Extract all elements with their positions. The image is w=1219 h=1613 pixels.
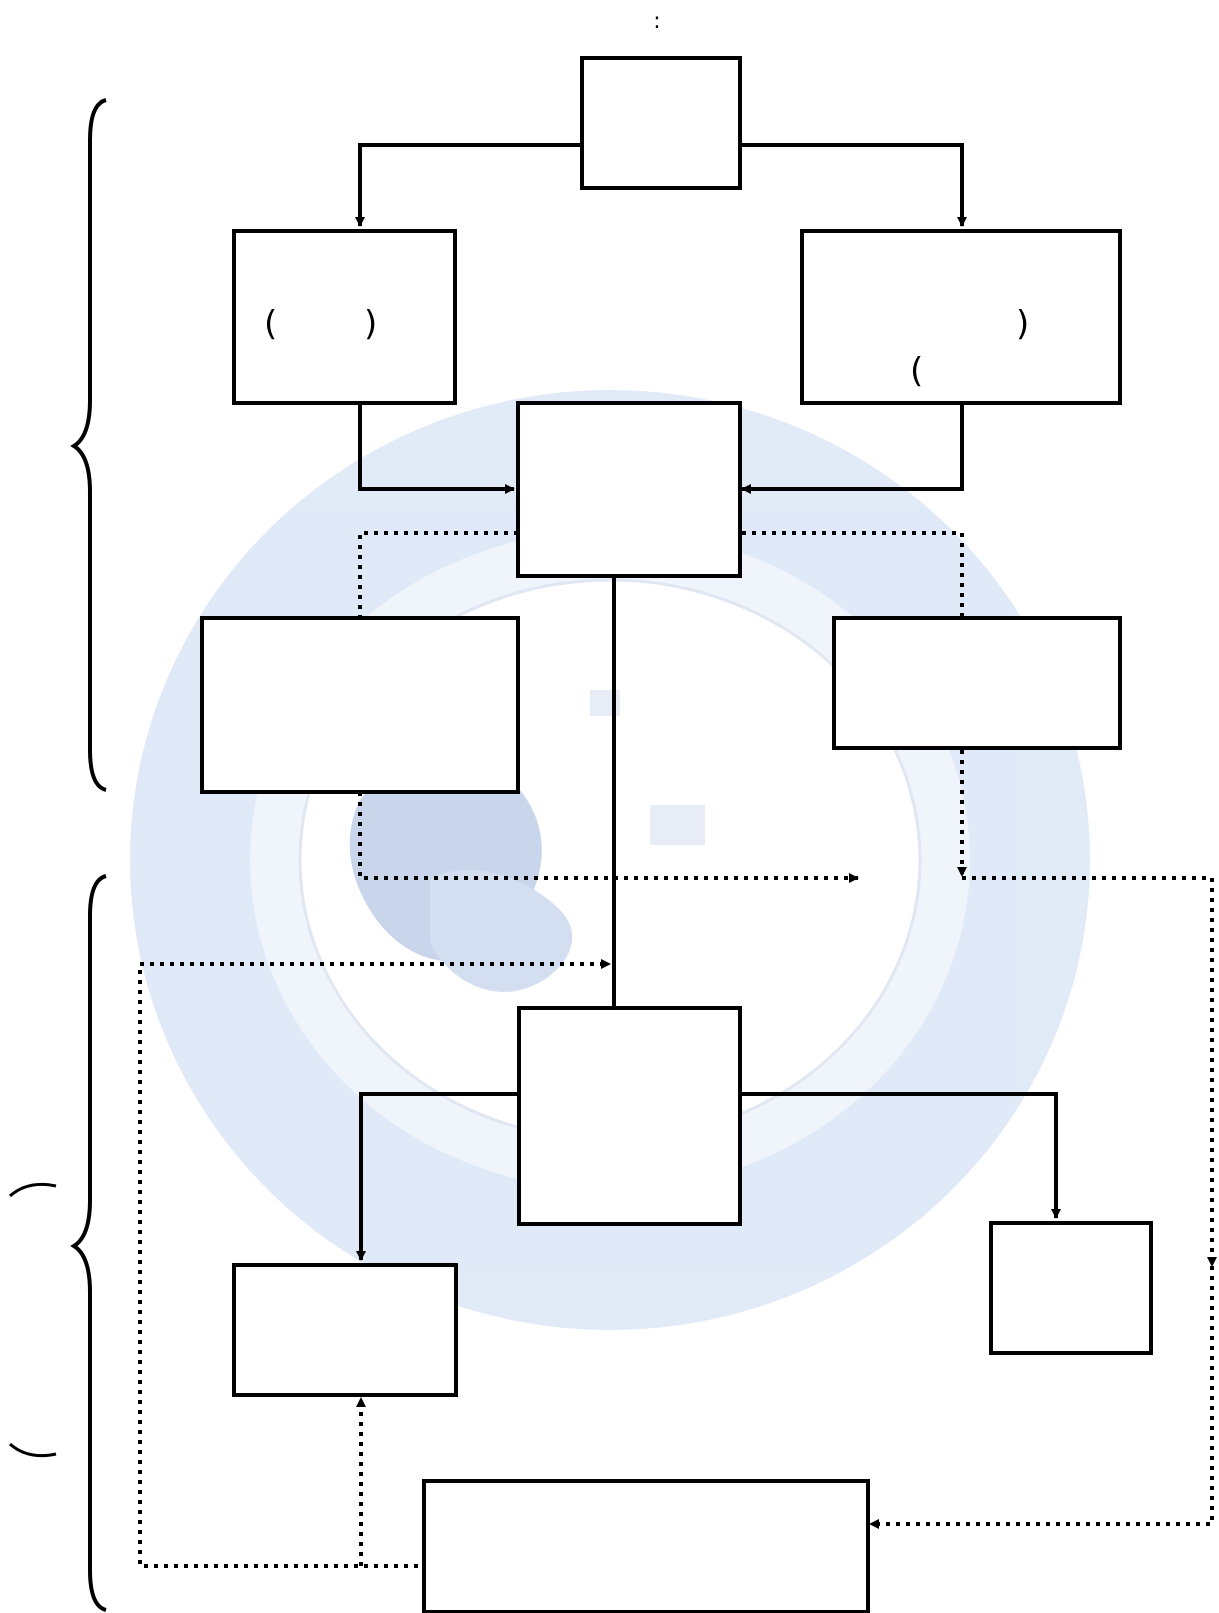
paren-right-top-close: ) bbox=[1016, 304, 1029, 344]
box-top bbox=[582, 58, 740, 188]
box-right-middle bbox=[834, 618, 1120, 748]
page-heading: : bbox=[653, 9, 660, 34]
box-right-lower bbox=[991, 1223, 1151, 1353]
paren-right-top-open: ( bbox=[910, 351, 923, 391]
box-left-lower bbox=[234, 1265, 456, 1395]
brace-upper bbox=[74, 100, 106, 790]
dotted-right-edge bbox=[962, 878, 1212, 1266]
brace-lower bbox=[74, 876, 106, 1610]
connector-right-to-center bbox=[742, 403, 962, 489]
connector-left-to-center bbox=[360, 403, 514, 489]
paren-left-top-open: ( bbox=[264, 304, 277, 344]
dotted-left-box-down bbox=[360, 792, 858, 878]
connector-lower-right bbox=[740, 1094, 1056, 1218]
box-center-lower bbox=[519, 1008, 740, 1224]
box-right-upper bbox=[802, 231, 1120, 403]
dotted-center-left bbox=[360, 533, 518, 618]
box-bottom bbox=[424, 1481, 868, 1612]
connector-top-right bbox=[740, 145, 962, 226]
dotted-center-right bbox=[742, 533, 962, 618]
connector-lower-left bbox=[361, 1094, 519, 1260]
paren-left-top-close: ) bbox=[364, 304, 377, 344]
connector-top-left bbox=[360, 145, 582, 226]
side-parenthesis-top bbox=[10, 1184, 56, 1196]
box-left-middle bbox=[202, 618, 518, 792]
box-center bbox=[518, 403, 740, 576]
side-parenthesis-bottom bbox=[10, 1444, 56, 1456]
